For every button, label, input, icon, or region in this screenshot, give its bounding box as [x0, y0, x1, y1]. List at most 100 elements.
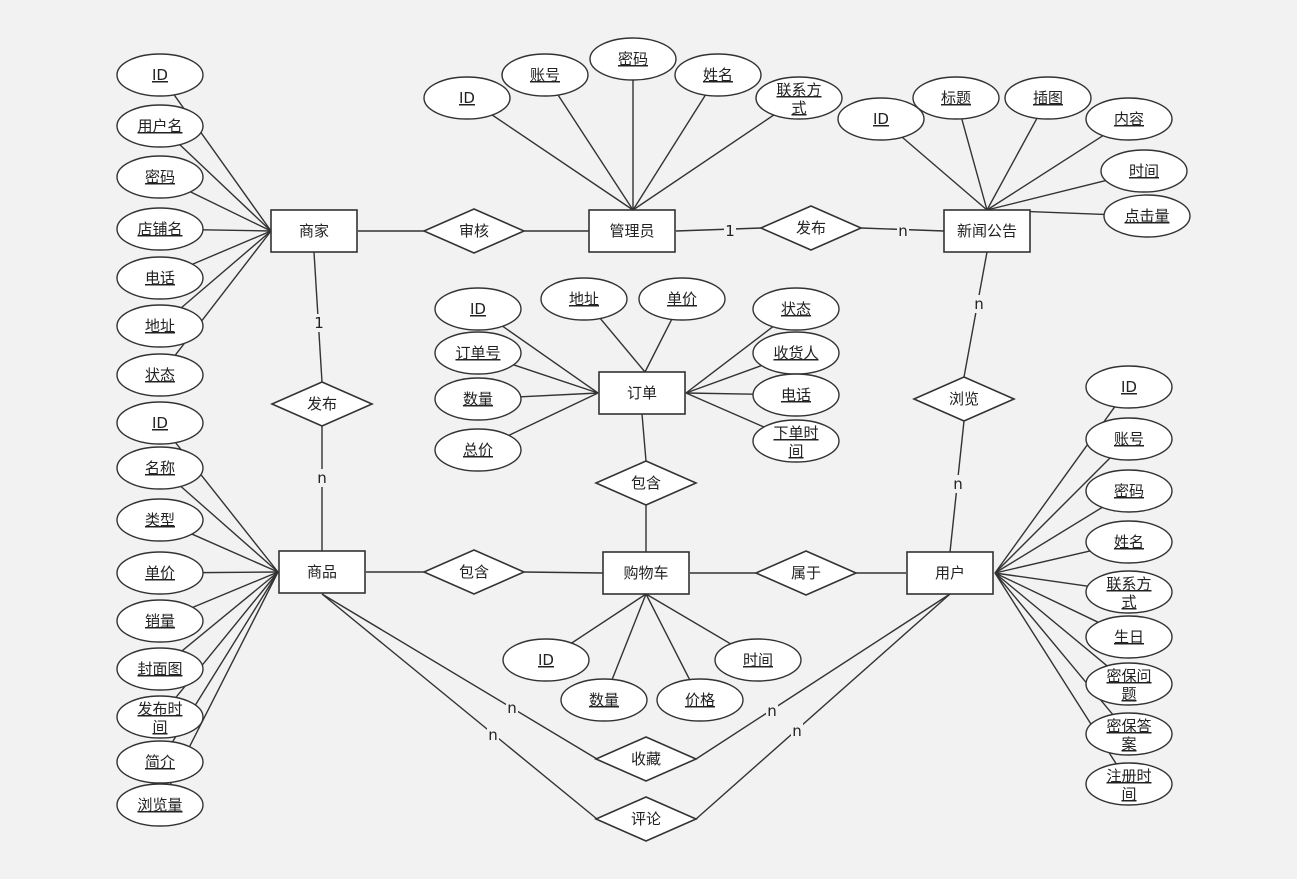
- link-guanliyuan-fabu_news: [675, 227, 762, 232]
- attribute-sj_phone[interactable]: 电话: [116, 256, 204, 300]
- attribute-gl_name[interactable]: 姓名: [674, 53, 762, 97]
- attribute-sp_intro[interactable]: 简介: [116, 740, 204, 784]
- entity-shangpin[interactable]: 商品: [278, 550, 366, 594]
- attribute-yh_birthday[interactable]: 生日: [1085, 615, 1173, 659]
- attribute-yh_id[interactable]: ID: [1085, 365, 1173, 409]
- attribute-sj_id[interactable]: ID: [116, 53, 204, 97]
- attribute-ellipse: [1085, 615, 1173, 659]
- attribute-label: 姓名: [1114, 533, 1144, 551]
- cardinality-label: n: [507, 699, 517, 717]
- relationship-shoucang[interactable]: 收藏: [594, 736, 698, 782]
- attribute-xw_title[interactable]: 标题: [912, 76, 1000, 120]
- relationship-fabu_goods[interactable]: 发布: [270, 381, 374, 427]
- relationship-label: 发布: [796, 219, 826, 237]
- attribute-gl_account[interactable]: 账号: [501, 53, 589, 97]
- edge-layer: [169, 80, 1117, 820]
- attribute-sp_name[interactable]: 名称: [116, 446, 204, 490]
- attribute-sp_views[interactable]: 浏览量: [116, 783, 204, 827]
- attribute-gw_price[interactable]: 价格: [656, 678, 744, 722]
- attribute-label: 浏览量: [137, 796, 182, 814]
- entity-gouwuche[interactable]: 购物车: [602, 551, 690, 595]
- attribute-yh_account[interactable]: 账号: [1085, 417, 1173, 461]
- attribute-ellipse: [116, 155, 204, 199]
- relationship-liulan[interactable]: 浏览: [912, 376, 1016, 422]
- attribute-edge-gl_account: [557, 94, 634, 211]
- attribute-dd_phone[interactable]: 电话: [752, 373, 840, 417]
- attribute-dd_qty[interactable]: 数量: [434, 377, 522, 421]
- entity-dingdan[interactable]: 订单: [598, 371, 686, 415]
- attribute-sp_cover[interactable]: 封面图: [116, 647, 204, 691]
- cardinality-label: n: [953, 475, 963, 493]
- attribute-edge-sp_name: [180, 485, 279, 573]
- attribute-ellipse: [752, 287, 840, 331]
- cardinality-bg: [724, 222, 736, 240]
- attribute-dd_status[interactable]: 状态: [752, 287, 840, 331]
- relationship-pinglun[interactable]: 评论: [594, 796, 698, 842]
- relationship-shuyu[interactable]: 属于: [754, 550, 858, 596]
- attribute-label: 价格: [685, 691, 715, 709]
- relationship-baohan_order[interactable]: 包含: [594, 460, 698, 506]
- attribute-sj_status[interactable]: 状态: [116, 353, 204, 397]
- attribute-yh_name[interactable]: 姓名: [1085, 520, 1173, 564]
- relationship-baohan_cart[interactable]: 包含: [422, 549, 526, 595]
- link-shoucang-yonghu: [695, 593, 951, 760]
- relationship-shenhe[interactable]: 审核: [422, 208, 526, 254]
- attribute-label-line: 式: [791, 99, 806, 117]
- attribute-dd_id[interactable]: ID: [434, 287, 522, 331]
- attribute-yh_pwd[interactable]: 密码: [1085, 469, 1173, 513]
- attribute-label: 账号: [530, 66, 560, 84]
- attribute-dd_total[interactable]: 总价: [434, 428, 522, 472]
- attribute-sj_addr[interactable]: 地址: [116, 304, 204, 348]
- attribute-dd_addr[interactable]: 地址: [540, 277, 628, 321]
- link-dingdan-baohan_order: [641, 413, 647, 462]
- entity-xinwen[interactable]: 新闻公告: [943, 209, 1031, 253]
- attribute-sj_pwd[interactable]: 密码: [116, 155, 204, 199]
- attribute-label-line: 发布时: [137, 700, 182, 718]
- attribute-gw_time[interactable]: 时间: [714, 638, 802, 682]
- attribute-sj_username[interactable]: 用户名: [116, 104, 204, 148]
- attribute-ellipse: [1085, 662, 1173, 706]
- entity-guanliyuan[interactable]: 管理员: [588, 209, 676, 253]
- attribute-xw_img[interactable]: 插图: [1004, 76, 1092, 120]
- attribute-sp_id[interactable]: ID: [116, 401, 204, 445]
- attribute-ellipse: [501, 53, 589, 97]
- attribute-dd_no[interactable]: 订单号: [434, 331, 522, 375]
- attribute-label: 地址: [569, 290, 599, 308]
- attribute-gl_pwd[interactable]: 密码: [589, 37, 677, 81]
- link-xinwen-liulan: [963, 251, 988, 378]
- attribute-label-line: 题: [1121, 685, 1136, 703]
- attribute-xw_content[interactable]: 内容: [1085, 97, 1173, 141]
- attribute-xw_clicks[interactable]: 点击量: [1103, 194, 1191, 238]
- attribute-label: 封面图: [137, 660, 182, 678]
- attribute-ellipse: [1103, 194, 1191, 238]
- attribute-sp_sales[interactable]: 销量: [116, 599, 204, 643]
- attribute-xw_time[interactable]: 时间: [1100, 149, 1188, 193]
- attribute-ellipse: [116, 446, 204, 490]
- attribute-gw_id[interactable]: ID: [502, 638, 590, 682]
- attribute-gl_id[interactable]: ID: [423, 76, 511, 120]
- attribute-dd_receiver[interactable]: 收货人: [752, 331, 840, 375]
- attribute-ellipse: [656, 678, 744, 722]
- attribute-dd_price[interactable]: 单价: [638, 277, 726, 321]
- attribute-label: 状态: [145, 366, 175, 384]
- relationship-fabu_news[interactable]: 发布: [759, 205, 863, 251]
- cardinality-label: n: [767, 702, 777, 720]
- attribute-sj_store[interactable]: 店铺名: [116, 207, 204, 251]
- cardinality-bg: [897, 222, 909, 240]
- attribute-edge-xw_time: [986, 179, 1106, 211]
- attribute-label: 数量: [589, 691, 619, 709]
- entity-yonghu[interactable]: 用户: [906, 551, 994, 595]
- attribute-gw_qty[interactable]: 数量: [560, 678, 648, 722]
- attribute-xw_id[interactable]: ID: [837, 97, 925, 141]
- attribute-sp_price[interactable]: 单价: [116, 551, 204, 595]
- attribute-ellipse: [434, 331, 522, 375]
- entity-shangjia[interactable]: 商家: [270, 209, 358, 253]
- attribute-sp_type[interactable]: 类型: [116, 498, 204, 542]
